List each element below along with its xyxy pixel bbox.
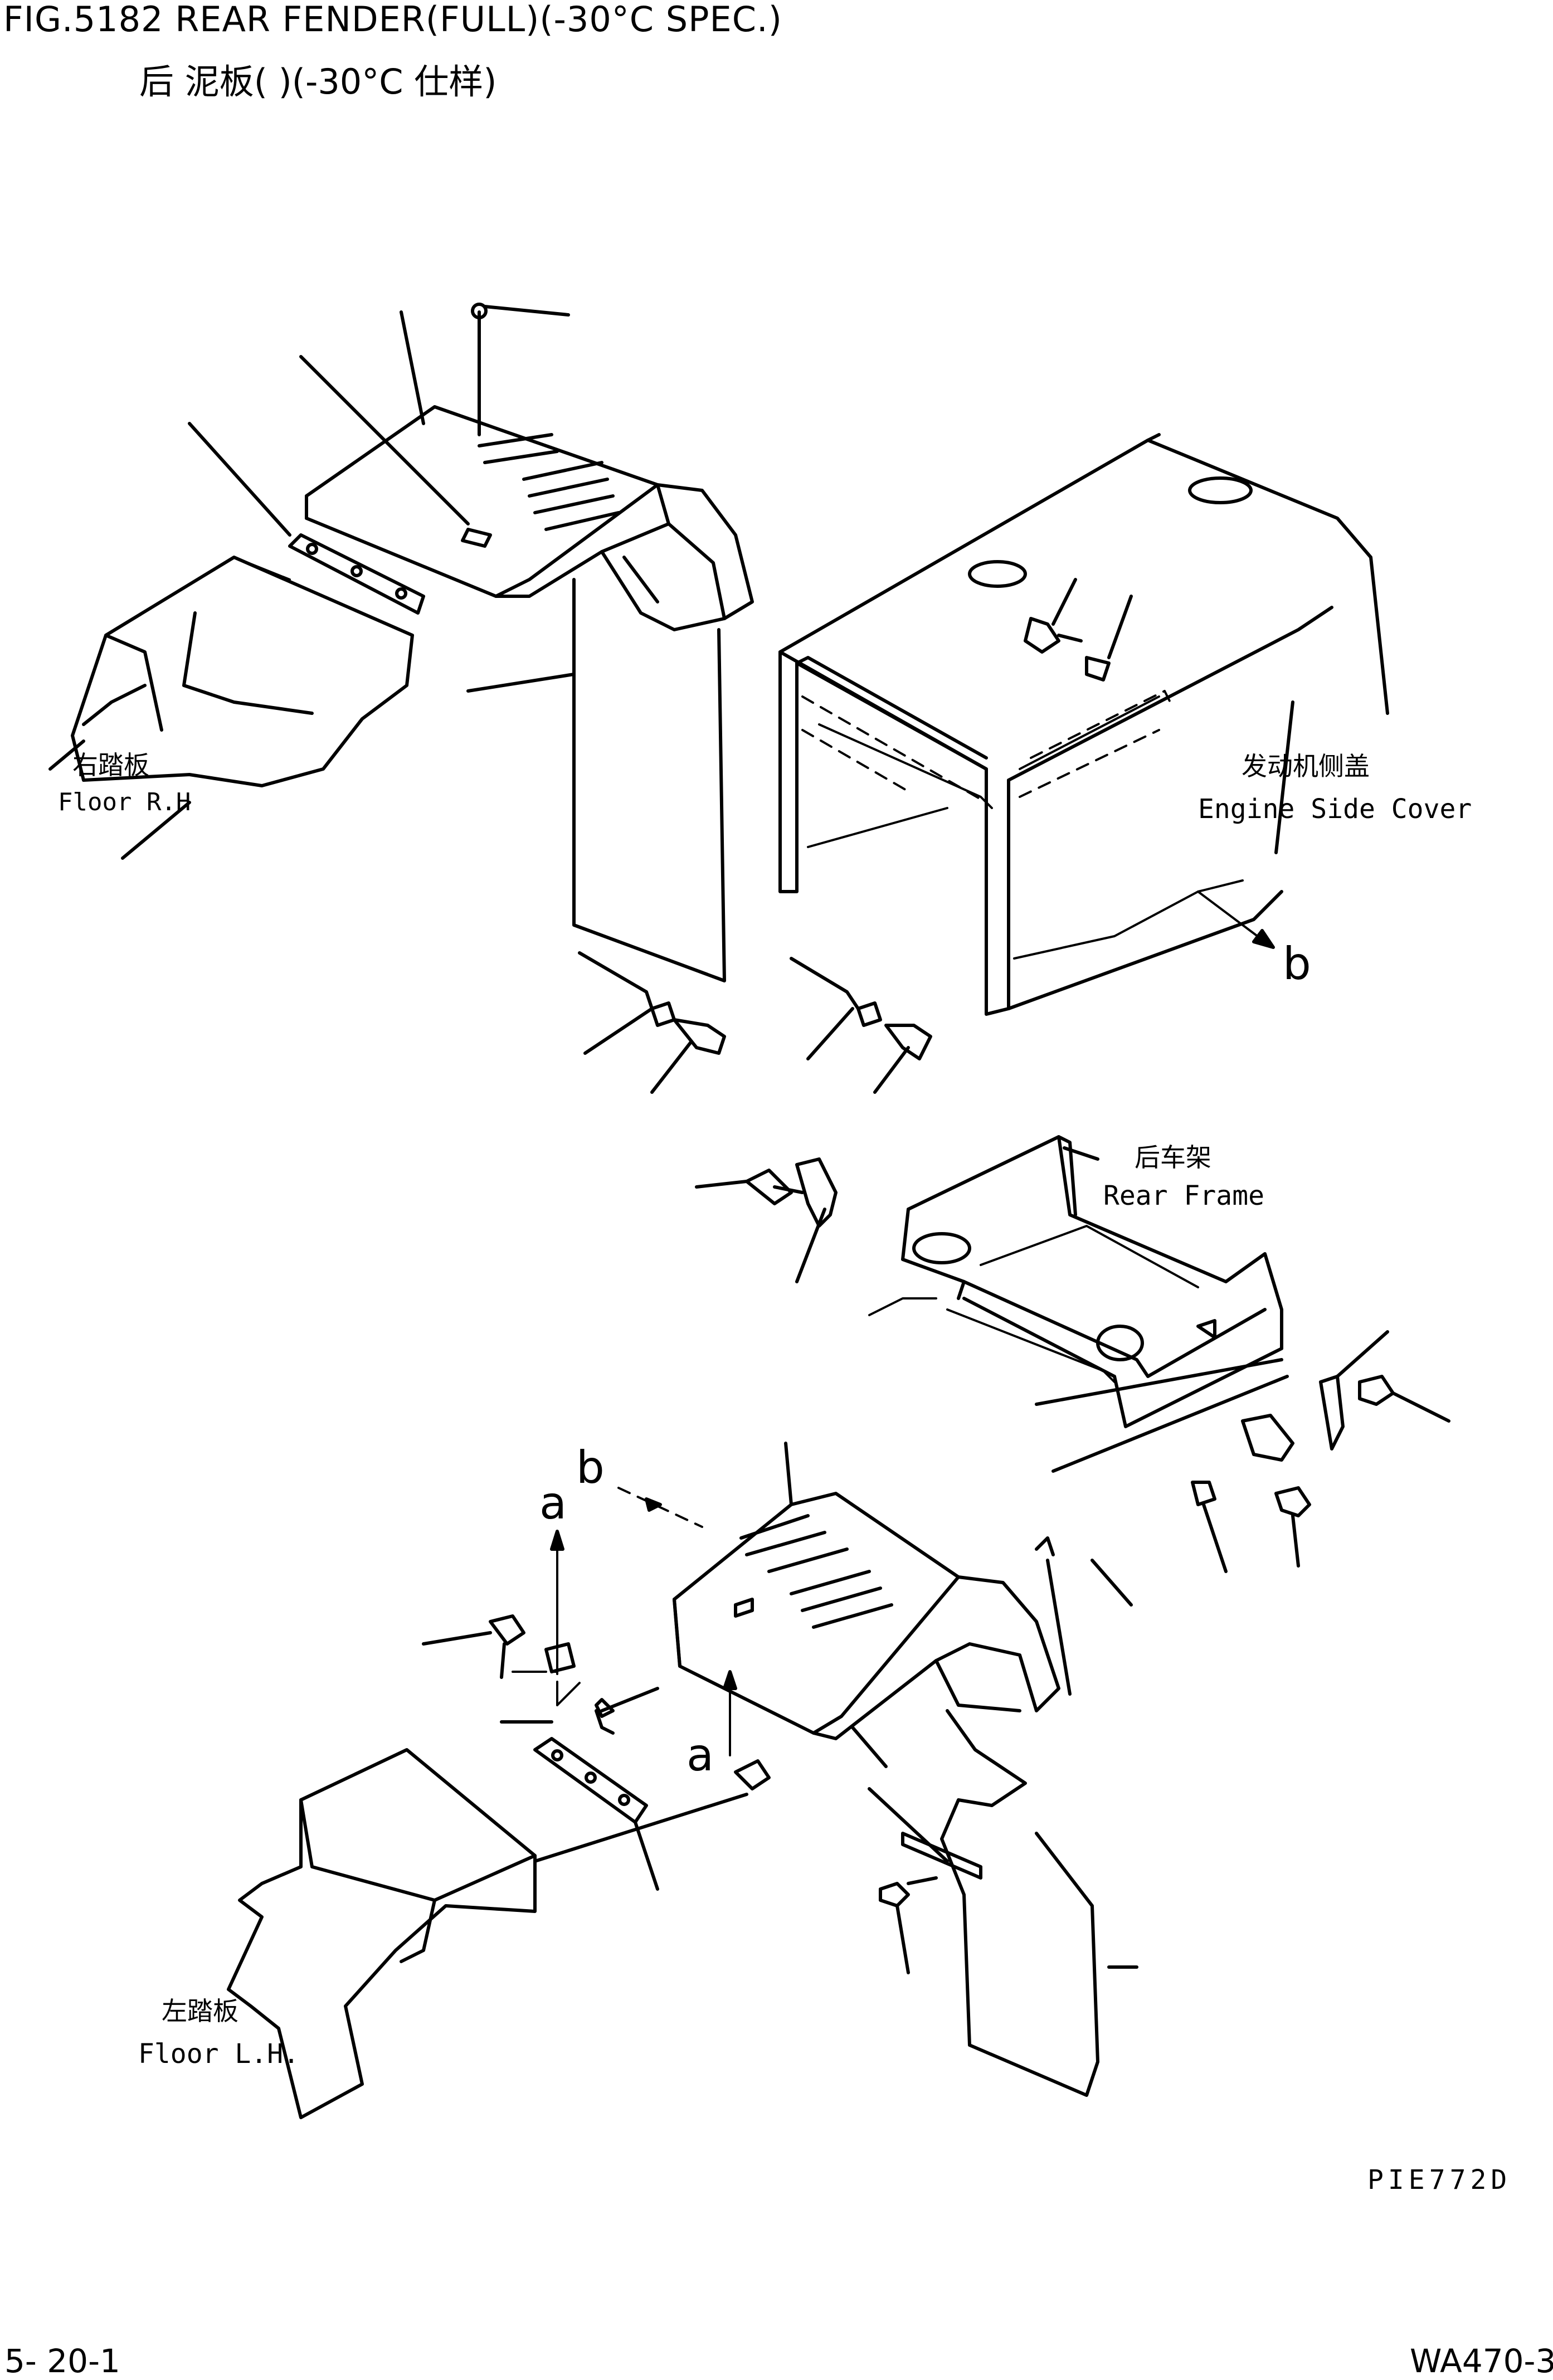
mud-flap-lh [879, 1709, 1099, 2097]
arrows-lower [512, 1487, 737, 1756]
rear-fender-rh [305, 405, 754, 982]
arrow-to-b-upper [1197, 890, 1275, 949]
fender-bracket-lh [489, 1614, 771, 1824]
reference-a-upper: a [539, 1477, 567, 1529]
page-number: 5- 20-1 [4, 2342, 120, 2380]
frame-bracket-set [745, 1157, 1395, 1517]
model-code: WA470-3 [1410, 2342, 1553, 2380]
reference-b-upper: b [1283, 938, 1311, 990]
floor-rh-label-cn: 右踏板 [72, 750, 149, 780]
floor-rh-label: Floor R.H [58, 788, 191, 816]
engine-side-cover-label: Engine Side Cover [1198, 794, 1472, 825]
leader-lines-upper [48, 303, 1294, 1094]
rear-frame-label-cn: 后车架 [1135, 1142, 1211, 1172]
floor-lh-label: Floor L.H. [138, 2038, 299, 2070]
rear-fender-lh [673, 1492, 1060, 1740]
reference-b-lower: b [576, 1442, 605, 1493]
floor-rh-part [71, 556, 414, 787]
leader-lines-lower [422, 1146, 1450, 1974]
floor-lh-label-cn: 左踏板 [162, 1996, 238, 2026]
fender-bracket-rh [288, 533, 425, 615]
floor-lh-part [227, 1748, 537, 2119]
fastener-set-upper [578, 951, 932, 1060]
figure-title: FIG.5182 REAR FENDER(FULL)(-30°C SPEC.) [3, 0, 782, 40]
rear-frame-label: Rear Frame [1103, 1180, 1264, 1211]
rear-frame [868, 1135, 1289, 1473]
engine-side-cover [778, 433, 1389, 1016]
drawing-code: PIE772D [1367, 2164, 1512, 2196]
figure-title-chinese: 后 泥板( )(-30°C 仕样) [139, 61, 497, 102]
engine-side-cover-label-cn: 发动机侧盖 [1242, 751, 1370, 781]
reference-a-lower: a [687, 1729, 714, 1781]
